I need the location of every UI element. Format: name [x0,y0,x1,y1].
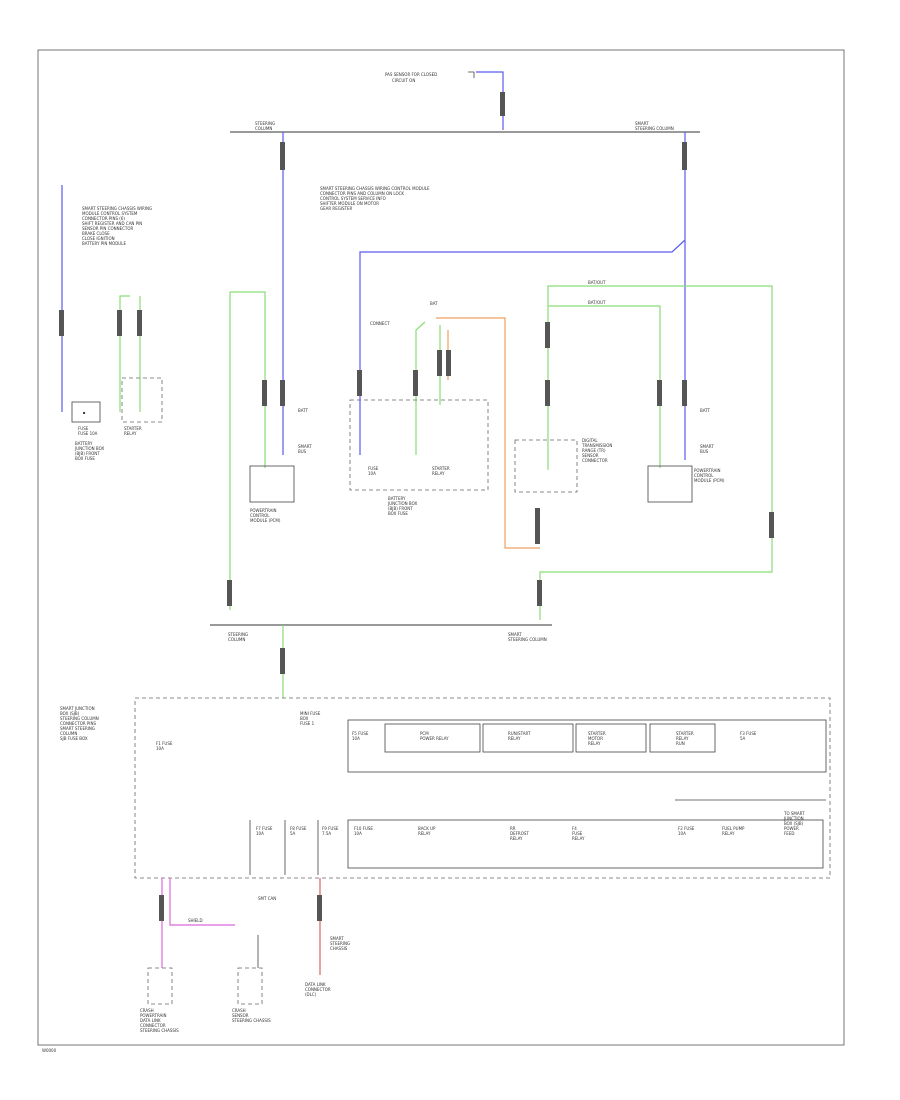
sjb-bottom-label: SMT CAN [258,896,276,901]
top-splice-label-2: CIRCUIT ON [392,78,415,83]
wire-green-left [119,295,130,412]
wire-blue-center [359,239,686,455]
upper-note-center: SMART STEERING CHASSIS WIRING CONTROL MO… [320,186,430,211]
top-splice-label-1: PAS SENSOR FOR CLOSED [385,72,437,77]
top-splice: PAS SENSOR FOR CLOSED CIRCUIT ON [385,71,505,130]
center-connector-label: CONNECT [370,321,390,326]
right-splice-label-2: BAT/OUT [588,300,606,305]
wire-orange-center [436,317,540,549]
diagram-frame [37,49,845,1046]
mid-label-b: BATT [298,408,309,413]
right-splice-label-1: BAT/OUT [588,280,606,285]
wire-green-center [415,321,426,455]
svg-text:▪: ▪ [83,410,86,415]
wire-green-right-loop [539,285,773,620]
shield-label: SHIELD [188,918,203,923]
frame-label: W0000 [42,1048,57,1053]
center-top-label: BAT [430,301,438,306]
right-label-ip: BATT [700,408,711,413]
